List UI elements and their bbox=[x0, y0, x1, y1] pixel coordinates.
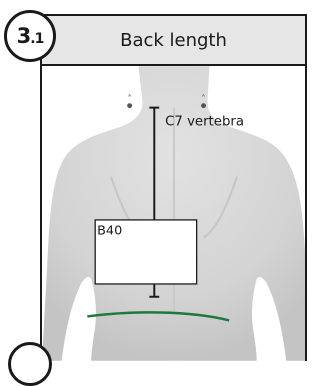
step-number-badge: 3.1 bbox=[4, 10, 56, 62]
panel-title: Back length bbox=[120, 30, 227, 51]
c7-vertebra-label: C7 vertebra bbox=[165, 114, 244, 129]
palpation-dot-left bbox=[127, 103, 132, 108]
palpation-marker-left: ˄ bbox=[127, 95, 132, 108]
panel-header: Back length bbox=[42, 16, 305, 66]
measurement-value-label: B40 bbox=[97, 224, 122, 239]
palpation-dot-right bbox=[201, 103, 206, 108]
next-step-badge bbox=[8, 342, 52, 386]
step-number-main: 3 bbox=[17, 24, 31, 48]
step-number-sub: .1 bbox=[30, 31, 43, 47]
palpation-marker-right: ˄ bbox=[201, 95, 206, 108]
step-number: 3.1 bbox=[17, 24, 44, 48]
back-figure: ˄ ˄ C7 vertebra B40 bbox=[42, 66, 305, 361]
measurement-panel: Back length ˄ ˄ C7 vertebra bbox=[40, 14, 307, 361]
